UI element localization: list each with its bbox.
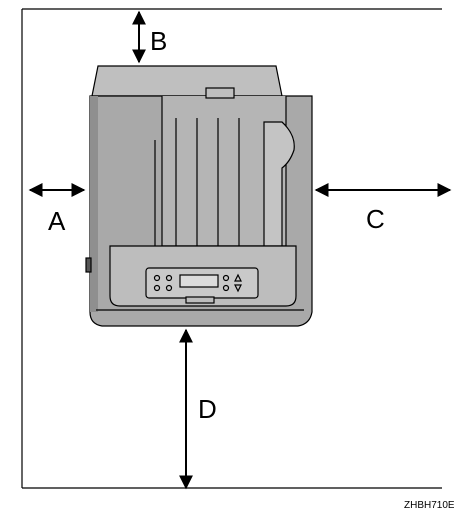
figure-code: ZHBH710E xyxy=(404,500,454,511)
tray-ribs xyxy=(154,118,240,246)
printer-illustration xyxy=(85,65,313,327)
label-a: A xyxy=(48,206,66,236)
area-frame xyxy=(21,8,442,489)
printer-left-edge xyxy=(90,96,98,312)
panel-buttons xyxy=(153,273,242,293)
side-latch xyxy=(85,257,92,273)
panel-pull-tab xyxy=(185,296,215,304)
label-b: B xyxy=(150,26,167,56)
panel-display xyxy=(179,274,219,288)
label-c: C xyxy=(366,204,385,234)
paper-stopper xyxy=(263,121,295,247)
label-d: D xyxy=(198,394,217,424)
printer-top-cover xyxy=(91,65,283,97)
tray-handle xyxy=(205,87,235,99)
